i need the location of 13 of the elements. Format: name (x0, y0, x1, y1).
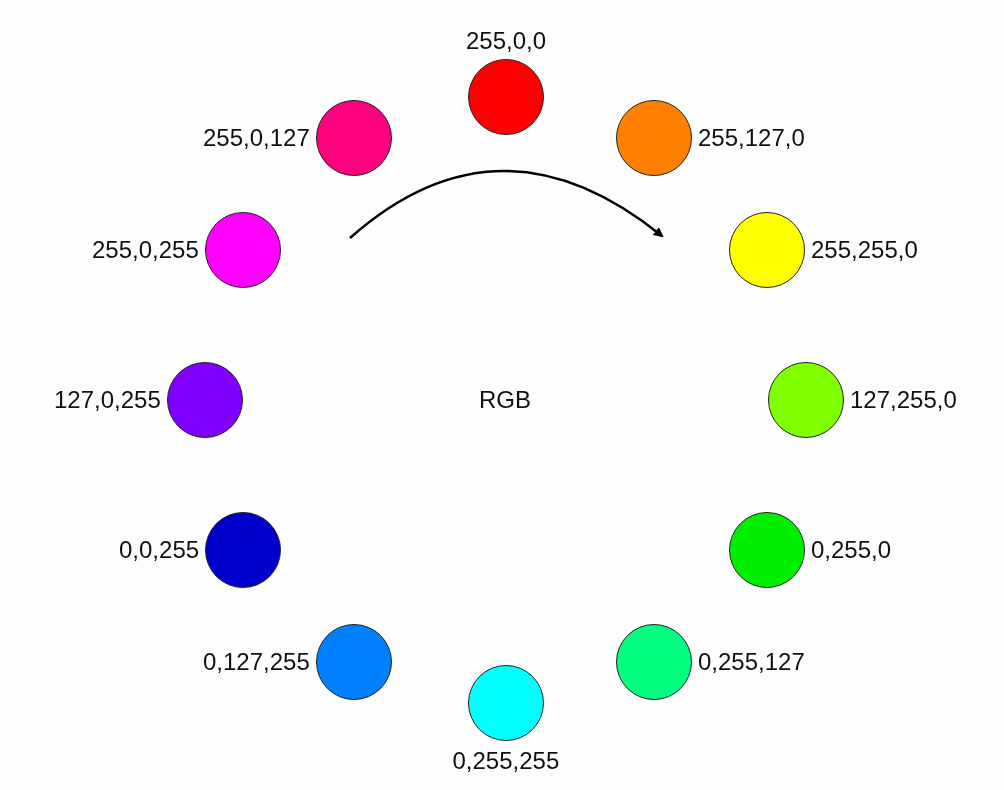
rgb-value-label: 0,255,0 (811, 536, 892, 564)
rgb-value-label: 0,0,255 (119, 536, 200, 564)
rgb-value-label: 0,255,127 (698, 648, 805, 676)
rgb-value-label: 255,0,127 (203, 124, 310, 152)
rgb-value-label: 255,0,255 (92, 236, 199, 264)
rgb-value-label: 0,127,255 (203, 648, 310, 676)
rgb-value-label: 127,0,255 (54, 386, 161, 414)
rgb-value-label: 255,0,0 (466, 27, 547, 55)
rgb-value-label: 127,255,0 (850, 386, 957, 414)
rgb-value-label: 0,255,255 (452, 747, 560, 775)
rgb-value-label: 255,127,0 (698, 124, 805, 152)
rgb-value-label: 255,255,0 (811, 236, 918, 264)
center-label: RGB (479, 386, 531, 414)
